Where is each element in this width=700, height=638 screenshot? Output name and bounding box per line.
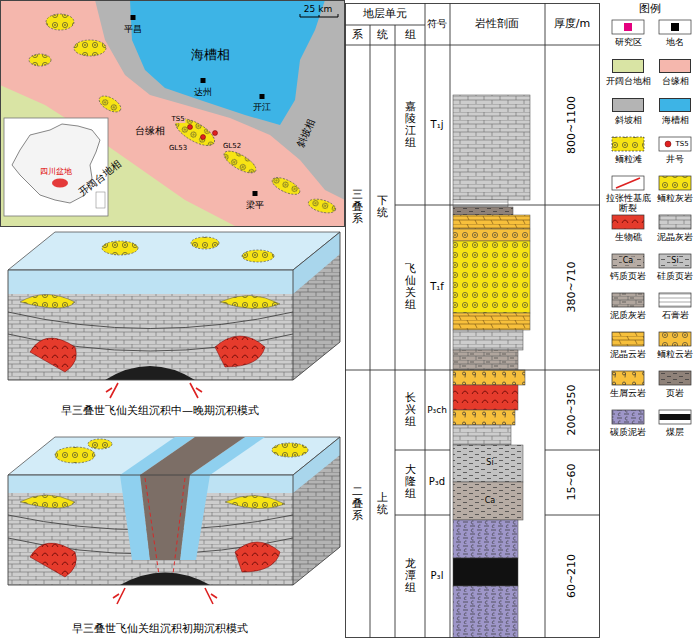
legend-label: 泥晶云岩	[605, 349, 651, 359]
thickness-cell: 800~1100	[566, 96, 579, 154]
table-header: 统	[377, 29, 388, 42]
table-header: 岩性剖面	[475, 18, 519, 31]
symbol-cell: P₃ch	[427, 405, 447, 415]
thickness-cell: 15~60	[566, 463, 579, 500]
legend-label: 拉张性基底断裂	[605, 193, 651, 214]
basin-name: 四川盆地	[40, 168, 72, 177]
formation-cell: 嘉陵江组	[405, 101, 416, 149]
well-name: TS5	[170, 115, 185, 123]
formation-cell: 大隆组	[405, 464, 416, 500]
legend-label: 煤层	[652, 427, 698, 437]
legend-label: 泥晶灰岩	[652, 232, 698, 242]
legend-label: 鲕粒云岩	[652, 349, 698, 359]
formation-cell: 飞仙关组	[405, 263, 416, 311]
table-header: 地层单元	[363, 8, 407, 21]
table-header: 组	[405, 29, 416, 42]
legend-label: 研究区	[605, 37, 651, 47]
facies-label: 台缘相	[135, 125, 165, 137]
legend-swatch	[612, 98, 644, 112]
legend-label: 泥质灰岩	[605, 310, 651, 320]
legend-label: 生物礁	[605, 232, 651, 242]
symbol-cell: P₃d	[429, 476, 445, 488]
legend-label: 鲕粒滩	[605, 154, 651, 164]
place-name: 达州	[194, 87, 212, 97]
legend-sample-text: TS5	[675, 140, 688, 148]
legend-swatch	[624, 23, 632, 31]
thickness-cell: 200~350	[566, 384, 579, 435]
symbol-cell: P₃l	[431, 570, 444, 582]
symbol-cell: T₁j	[431, 119, 444, 131]
legend-label: 碳质泥岩	[605, 427, 651, 437]
legend-label: 页岩	[652, 388, 698, 398]
thickness-cell: 60~210	[566, 554, 579, 598]
formation-cell: 长兴组	[405, 392, 416, 428]
legend-label: 斜坡相	[605, 115, 651, 125]
table-header: 符号	[427, 18, 447, 30]
facies-label: 海槽相	[191, 48, 230, 63]
legend-sample-text: Si	[670, 256, 679, 265]
legend-label: 石膏岩	[652, 310, 698, 320]
lithology-mark: Si	[485, 458, 494, 467]
lithology-mark: Ca	[484, 496, 497, 505]
place-name: 梁平	[246, 200, 264, 210]
series-cell: 下统	[377, 195, 388, 219]
legend-label: 钙质页岩	[605, 271, 651, 281]
place-name: 开江	[253, 102, 271, 112]
legend-label: 硅质页岩	[652, 271, 698, 281]
table-header: 系	[352, 29, 363, 42]
legend-label: 井号	[652, 154, 698, 164]
legend-swatch	[612, 59, 644, 73]
well-name: GL52	[222, 142, 242, 150]
well-name: GL53	[168, 144, 188, 152]
legend-sample-text: Ca	[622, 256, 635, 265]
legend-label: 生屑云岩	[605, 388, 651, 398]
legend-swatch	[671, 23, 679, 31]
legend-label: 地名	[652, 37, 698, 47]
figure-caption: 早三叠世飞仙关组沉积初期沉积模式	[72, 623, 248, 636]
legend-label: 开阔台地相	[605, 76, 651, 86]
legend-swatch	[659, 98, 691, 112]
symbol-cell: T₁f	[430, 281, 444, 293]
legend-swatch	[659, 59, 691, 73]
place-name: 平昌	[124, 24, 142, 34]
legend-label: 鲕粒灰岩	[652, 193, 698, 203]
figure-caption: 早三叠世飞仙关组沉积中—晚期沉积模式	[61, 405, 259, 418]
system-cell: 二叠系	[352, 486, 363, 522]
thickness-cell: 380~710	[566, 261, 579, 312]
scale-label: 25 km	[304, 4, 332, 14]
legend-label: 海槽相	[652, 115, 698, 125]
legend-title: 图例	[639, 3, 661, 16]
series-cell: 上统	[377, 492, 388, 516]
legend-label: 台缘相	[652, 76, 698, 86]
system-cell: 三叠系	[352, 189, 363, 225]
formation-cell: 龙潭组	[405, 558, 416, 594]
table-header: 厚度/m	[554, 18, 590, 31]
